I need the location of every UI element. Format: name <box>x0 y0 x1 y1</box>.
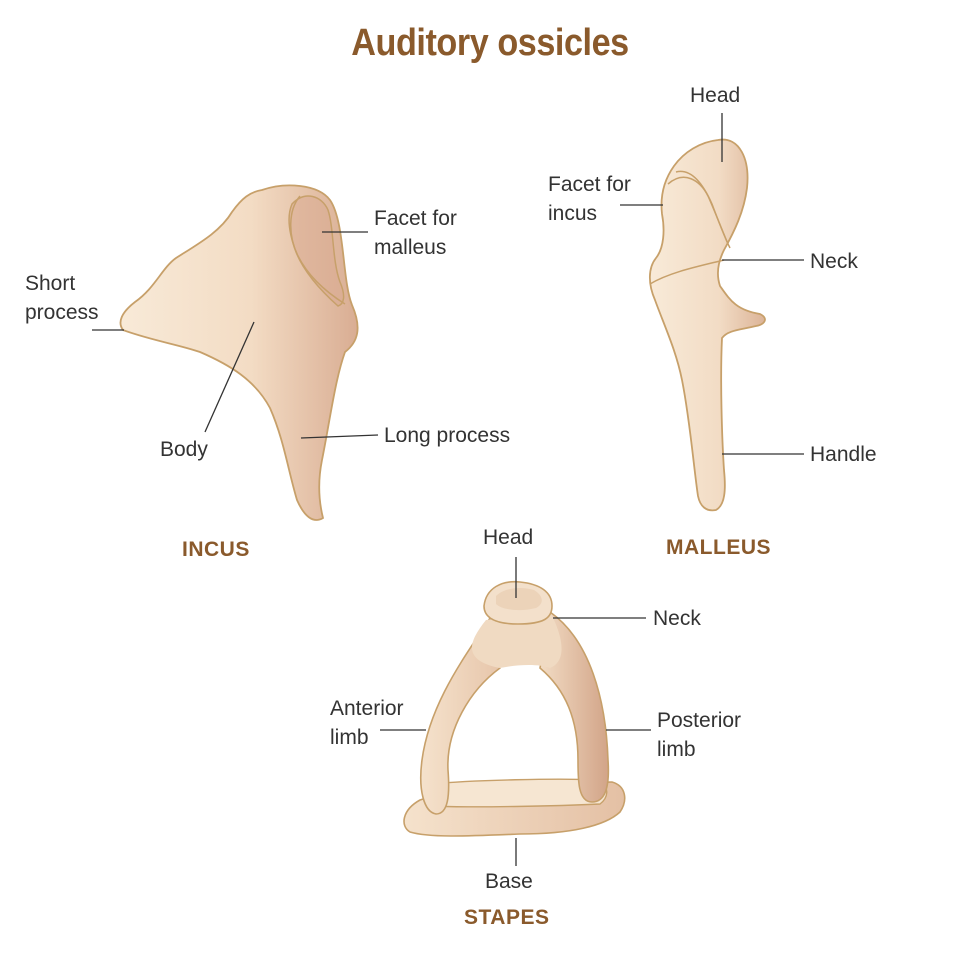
stapes-arch <box>471 612 562 668</box>
leader-incus-long-process <box>300 434 379 439</box>
stapes-name: STAPES <box>464 906 550 929</box>
stapes-label-neck: Neck <box>653 607 701 630</box>
stapes-anterior-limb-shape <box>419 615 501 815</box>
leader-lines <box>92 113 804 866</box>
stapes-head-cap <box>496 588 542 611</box>
malleus-shape <box>648 138 766 512</box>
stapes-bone <box>403 580 626 837</box>
stapes-label-posterior-limb: Posterior limb <box>657 709 742 761</box>
incus-label-short-process: Short process <box>25 272 99 324</box>
incus-label-facet: Facet for malleus <box>374 207 457 259</box>
diagram-title: Auditory ossicles <box>351 22 629 64</box>
malleus-facet-outline-2 <box>675 170 731 249</box>
incus-label-body: Body <box>160 438 208 461</box>
incus-facet-edge <box>290 195 346 305</box>
malleus-label-facet: Facet for incus <box>548 173 631 225</box>
malleus-name: MALLEUS <box>666 536 771 559</box>
malleus-label-handle: Handle <box>810 443 877 466</box>
stapes-label-head: Head <box>483 526 534 549</box>
malleus-label-neck: Neck <box>810 250 858 273</box>
incus-name: INCUS <box>182 538 250 561</box>
malleus-neck-line <box>649 259 725 285</box>
malleus-bone <box>648 138 766 512</box>
stapes-label-base: Base <box>485 870 533 893</box>
stapes-label-anterior-limb: Anterior limb <box>330 697 404 749</box>
leader-incus-body <box>204 321 255 433</box>
incus-bone <box>119 184 359 521</box>
stapes-base-top <box>431 778 608 808</box>
incus-label-long-process: Long process <box>384 424 511 447</box>
incus-body-shape <box>119 184 359 521</box>
malleus-label-head: Head <box>690 84 741 107</box>
